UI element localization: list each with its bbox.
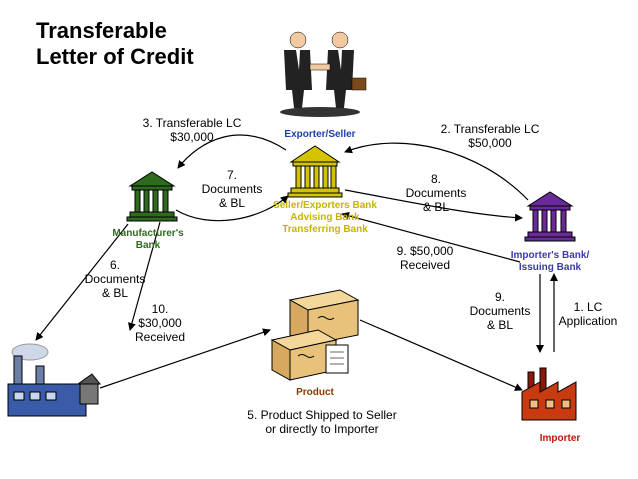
product-box-icon [270,289,360,381]
arrow-transferable-lc-30000 [177,134,287,169]
arrow-30000-received [128,221,161,331]
manufacturer-bank-icon [126,171,178,222]
arrow-50000-received [341,211,521,263]
importer-label: Importer [539,433,581,444]
step-9a-label: 9. $50,000 Received [396,244,454,272]
seller-bank-icon [287,145,343,198]
importer-bank-label: Importer's Bank/ Issuing Bank [510,250,590,273]
step-7-label: 7. Documents & BL [201,168,263,210]
arrow-documents-bl-7 [175,195,289,222]
step-5-label: 5. Product Shipped to Seller or directly… [247,408,397,436]
step-6-label: 6. Documents & BL [84,258,146,300]
importer-bank-icon [524,191,576,242]
seller-bank-label: Seller/Exporters Bank Advising Bank Tran… [273,200,377,235]
arrow-product-to-importer [359,319,523,391]
arrow-product-shipped-to-seller [99,328,271,389]
arrow-transferable-lc-50000 [344,142,529,201]
importer-factory-icon [521,367,577,421]
exporter-seller-label: Exporter/Seller [284,129,356,140]
product-label: Product [296,387,334,398]
step-1-label: 1. LC Application [558,300,618,328]
manufacturer-factory-icon [7,343,102,417]
manufacturer-bank-label: Manufacturer's Bank [112,228,184,251]
handshake-icon [280,31,367,117]
title-line-1: Transferable [36,18,167,43]
step-9b-label: 9. Documents & BL [469,290,531,332]
step-8-label: 8. Documents & BL [405,172,467,214]
title-line-2: Letter of Credit [36,44,194,69]
arrow-documents-bl-8 [344,189,523,222]
diagram-title: Transferable Letter of Credit [36,18,194,70]
step-10-label: 10. $30,000 Received [134,302,186,344]
arrow-documents-bl-6 [35,223,129,341]
step-2-label: 2. Transferable LC $50,000 [440,122,540,150]
step-3-label: 3. Transferable LC $30,000 [142,116,242,144]
